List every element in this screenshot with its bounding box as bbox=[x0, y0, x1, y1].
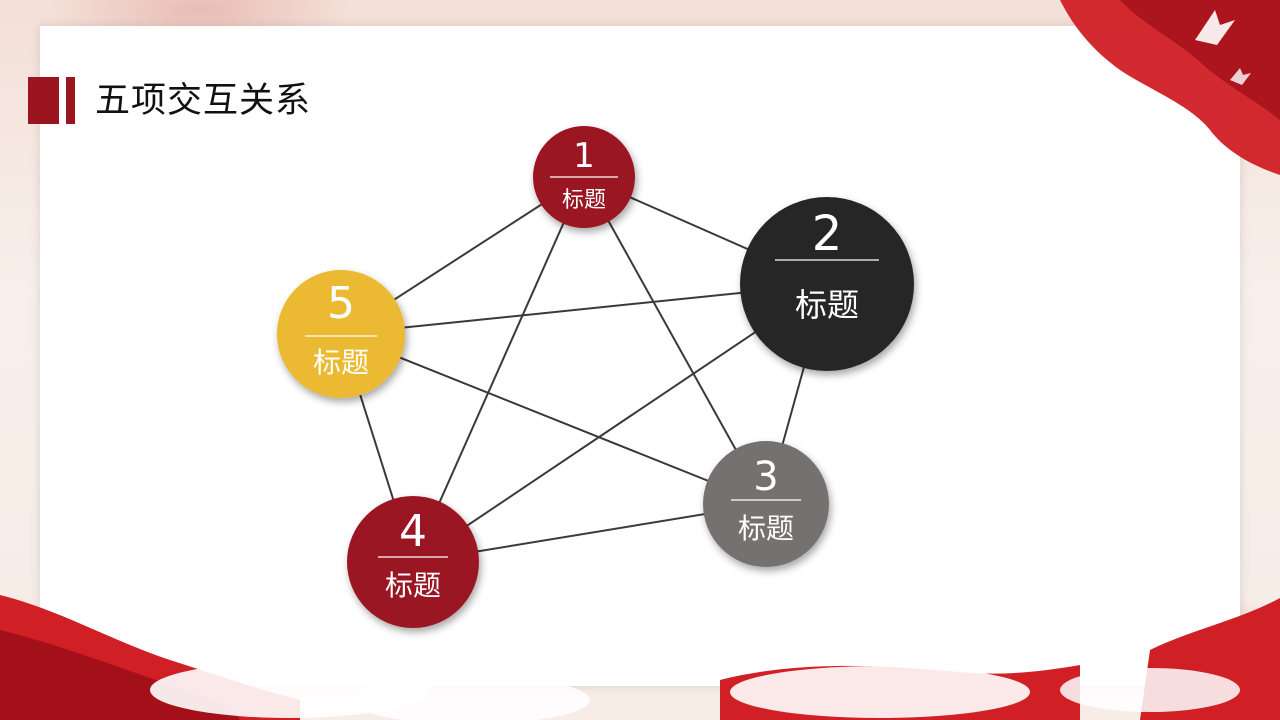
cloud-decoration bbox=[350, 676, 590, 720]
dove-decoration bbox=[1195, 10, 1235, 45]
connection-line-5-3 bbox=[340, 333, 767, 505]
dove-decoration-small bbox=[1230, 68, 1251, 85]
node-number: 2 bbox=[812, 206, 843, 262]
node-number: 5 bbox=[327, 278, 355, 329]
content-card bbox=[40, 26, 1240, 686]
node-circle bbox=[347, 496, 479, 628]
cloud-decoration bbox=[730, 666, 1030, 718]
connection-line-1-4 bbox=[412, 176, 585, 563]
node-label: 标题 bbox=[562, 188, 606, 213]
diagram-node-1: 1 标题 bbox=[533, 126, 635, 228]
node-circle bbox=[277, 270, 405, 398]
node-label: 标题 bbox=[313, 346, 369, 379]
node-number: 3 bbox=[753, 454, 778, 500]
diagram-node-4: 4 标题 bbox=[347, 496, 479, 628]
diagram-nodes: 1 标题 2 标题 3 标题 4 标题 5 标题 bbox=[277, 126, 914, 628]
page-title: 五项交互关系 bbox=[95, 81, 312, 121]
diagram-node-3: 3 标题 bbox=[703, 441, 829, 567]
top-right-brush-shade bbox=[1120, 0, 1280, 120]
title-accent-bar bbox=[28, 77, 59, 124]
node-number: 1 bbox=[573, 136, 595, 176]
cloud-decoration bbox=[1060, 668, 1240, 712]
diagram-node-2: 2 标题 bbox=[740, 197, 914, 371]
node-label: 标题 bbox=[795, 286, 859, 324]
title-accent-bar-thin bbox=[66, 77, 75, 124]
diagram-node-5: 5 标题 bbox=[277, 270, 405, 398]
node-label: 标题 bbox=[385, 569, 441, 602]
node-circle bbox=[703, 441, 829, 567]
node-number: 4 bbox=[399, 506, 427, 557]
node-circle bbox=[740, 197, 914, 371]
node-label: 标题 bbox=[738, 512, 794, 545]
